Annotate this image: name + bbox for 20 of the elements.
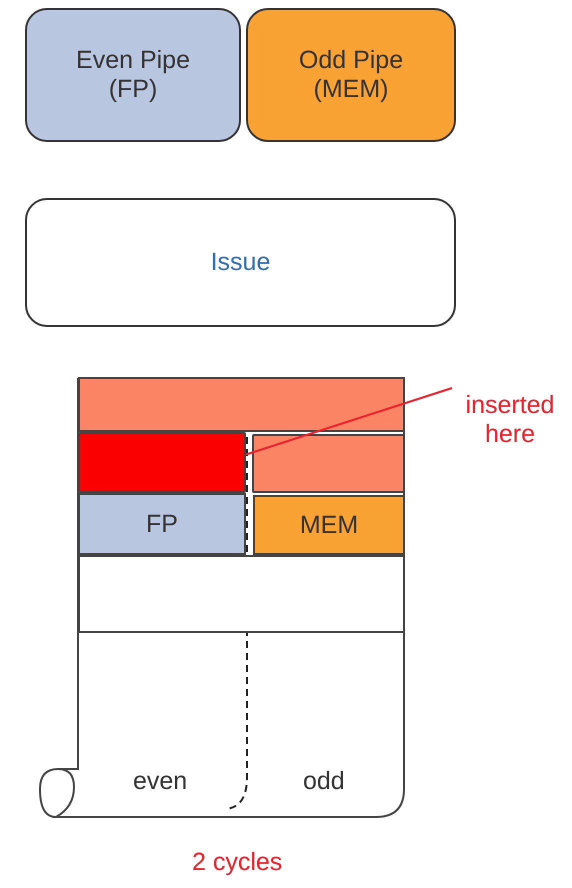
slot-row	[78, 377, 405, 432]
slot-box	[78, 432, 246, 493]
node-text: FP	[146, 510, 178, 538]
stage-box	[25, 198, 456, 327]
pipeline-box	[25, 8, 241, 142]
column-label: even	[133, 767, 188, 796]
node-text: MEM	[300, 510, 358, 540]
scroll-shape	[38, 377, 405, 819]
slot-row	[78, 555, 405, 633]
note-text: 2 cycles	[192, 848, 282, 877]
slot-box	[78, 493, 246, 555]
node-text: Odd Pipe (MEM)	[298, 46, 404, 104]
leader-line	[246, 387, 452, 456]
slot-box	[252, 434, 405, 493]
slot-box	[253, 495, 405, 555]
node-text: inserted here	[464, 391, 556, 449]
node-text: Even Pipe (FP)	[75, 46, 191, 104]
node-text: Issue	[210, 248, 270, 277]
pipeline-box	[246, 8, 456, 142]
column-label: odd	[303, 767, 345, 796]
